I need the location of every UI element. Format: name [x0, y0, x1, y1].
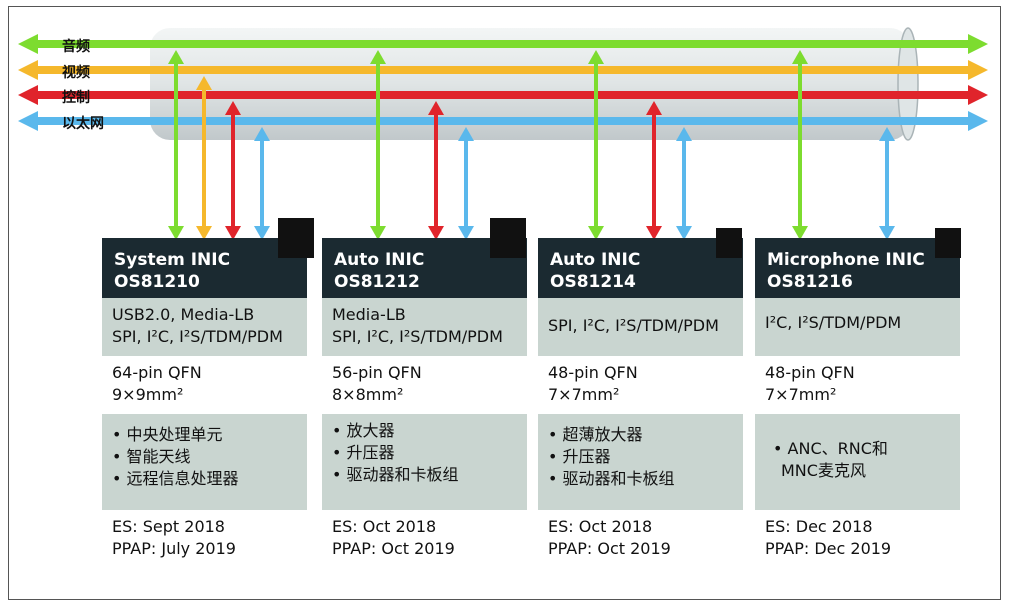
feature-item: MNC麦克风	[781, 461, 866, 480]
chip-card-os81212: Auto INIC OS81212 Media-LB SPI, I²C, I²S…	[322, 218, 527, 565]
card-header: Auto INIC OS81214	[538, 228, 743, 298]
bus-line-audio	[18, 34, 988, 54]
connector-arrow	[370, 50, 386, 240]
channel-label-video: 视频	[62, 65, 90, 81]
connector-arrow	[225, 101, 241, 240]
card-interfaces: I²C, I²S/TDM/PDM	[755, 298, 960, 356]
interface-line: SPI, I²C, I²S/TDM/PDM	[112, 327, 283, 346]
card-title: Auto INIC	[550, 250, 641, 270]
package-line: 7×7mm²	[548, 385, 620, 404]
chip-card-os81214: Auto INIC OS81214 SPI, I²C, I²S/TDM/PDM …	[538, 228, 743, 565]
card-header: Auto INIC OS81212	[322, 218, 527, 298]
feature-item: • 驱动器和卡板组	[332, 465, 459, 484]
card-schedule: ES: Dec 2018 PPAP: Dec 2019	[755, 510, 960, 565]
card-title: System INIC	[114, 250, 231, 270]
ppap-date: PPAP: Oct 2019	[332, 539, 455, 558]
feature-item: • 中央处理单元	[112, 425, 223, 444]
chip-badge-icon	[935, 228, 961, 258]
bus-line-ethernet	[18, 111, 988, 131]
bus-line-video	[18, 60, 988, 80]
feature-item: • 升压器	[332, 443, 395, 462]
feature-item: • 智能天线	[112, 447, 191, 466]
connector-arrow	[168, 50, 184, 240]
card-package: 64-pin QFN 9×9mm²	[102, 356, 307, 414]
card-interfaces: USB2.0, Media-LB SPI, I²C, I²S/TDM/PDM	[102, 298, 307, 356]
card-part-number: OS81210	[114, 272, 200, 292]
connector-arrow	[196, 76, 212, 240]
ppap-date: PPAP: July 2019	[112, 539, 236, 558]
card-schedule: ES: Oct 2018 PPAP: Oct 2019	[322, 510, 527, 565]
chip-badge-icon	[278, 218, 314, 258]
channel-label-ethernet: 以太网	[62, 116, 104, 132]
package-line: 48-pin QFN	[765, 363, 855, 382]
chip-card-os81216: Microphone INIC OS81216 I²C, I²S/TDM/PDM…	[755, 228, 961, 565]
diagram-frame	[8, 6, 1001, 600]
package-line: 7×7mm²	[765, 385, 837, 404]
card-interfaces: SPI, I²C, I²S/TDM/PDM	[538, 298, 743, 356]
feature-item: • 远程信息处理器	[112, 469, 239, 488]
connector-arrow	[254, 127, 270, 240]
card-interfaces: Media-LB SPI, I²C, I²S/TDM/PDM	[322, 298, 527, 356]
bus-line-control	[18, 85, 988, 105]
connector-arrow	[792, 50, 808, 240]
card-schedule: ES: Oct 2018 PPAP: Oct 2019	[538, 510, 743, 565]
card-package: 56-pin QFN 8×8mm²	[322, 356, 527, 414]
package-line: 48-pin QFN	[548, 363, 638, 382]
connector-arrow	[879, 127, 895, 240]
interface-line: I²C, I²S/TDM/PDM	[765, 313, 902, 332]
package-line: 8×8mm²	[332, 385, 404, 404]
es-date: ES: Dec 2018	[765, 517, 873, 536]
card-features: • 中央处理单元 • 智能天线 • 远程信息处理器	[102, 414, 307, 510]
feature-item: • 超薄放大器	[548, 425, 643, 444]
connector-arrow	[646, 101, 662, 240]
ppap-date: PPAP: Oct 2019	[548, 539, 671, 558]
card-features: • 放大器 • 升压器 • 驱动器和卡板组	[322, 414, 527, 510]
package-line: 56-pin QFN	[332, 363, 422, 382]
card-part-number: OS81216	[767, 272, 853, 292]
connector-arrow	[676, 127, 692, 240]
chip-badge-icon	[490, 218, 526, 258]
chip-card-os81210: System INIC OS81210 USB2.0, Media-LB SPI…	[102, 218, 314, 565]
connector-arrow	[428, 101, 444, 240]
cable-end	[897, 27, 919, 141]
ppap-date: PPAP: Dec 2019	[765, 539, 892, 558]
card-package: 48-pin QFN 7×7mm²	[755, 356, 960, 414]
feature-item: • 升压器	[548, 447, 611, 466]
connector-arrow	[458, 127, 474, 240]
card-features: • ANC、RNC和 MNC麦克风	[755, 414, 960, 510]
card-package: 48-pin QFN 7×7mm²	[538, 356, 743, 414]
feature-item: • 驱动器和卡板组	[548, 469, 675, 488]
chip-badge-icon	[716, 228, 742, 258]
card-header: Microphone INIC OS81216	[755, 228, 961, 298]
feature-item: • 放大器	[332, 421, 395, 440]
package-line: 64-pin QFN	[112, 363, 202, 382]
feature-item: • ANC、RNC和	[773, 439, 888, 458]
channel-label-control: 控制	[62, 90, 90, 106]
package-line: 9×9mm²	[112, 385, 184, 404]
card-part-number: OS81212	[334, 272, 420, 292]
channel-label-audio: 音频	[62, 39, 90, 55]
interface-line: SPI, I²C, I²S/TDM/PDM	[332, 327, 503, 346]
interface-line: Media-LB	[332, 305, 406, 324]
card-title: Auto INIC	[334, 250, 425, 270]
card-part-number: OS81214	[550, 272, 636, 292]
es-date: ES: Sept 2018	[112, 517, 225, 536]
interface-line: USB2.0, Media-LB	[112, 305, 255, 324]
card-title: Microphone INIC	[767, 250, 925, 270]
card-schedule: ES: Sept 2018 PPAP: July 2019	[102, 510, 307, 565]
cable-body	[150, 28, 910, 140]
card-header: System INIC OS81210	[102, 218, 314, 298]
interface-line: SPI, I²C, I²S/TDM/PDM	[548, 316, 719, 335]
es-date: ES: Oct 2018	[332, 517, 437, 536]
card-features: • 超薄放大器 • 升压器 • 驱动器和卡板组	[538, 414, 743, 510]
connector-arrow	[588, 50, 604, 240]
es-date: ES: Oct 2018	[548, 517, 653, 536]
